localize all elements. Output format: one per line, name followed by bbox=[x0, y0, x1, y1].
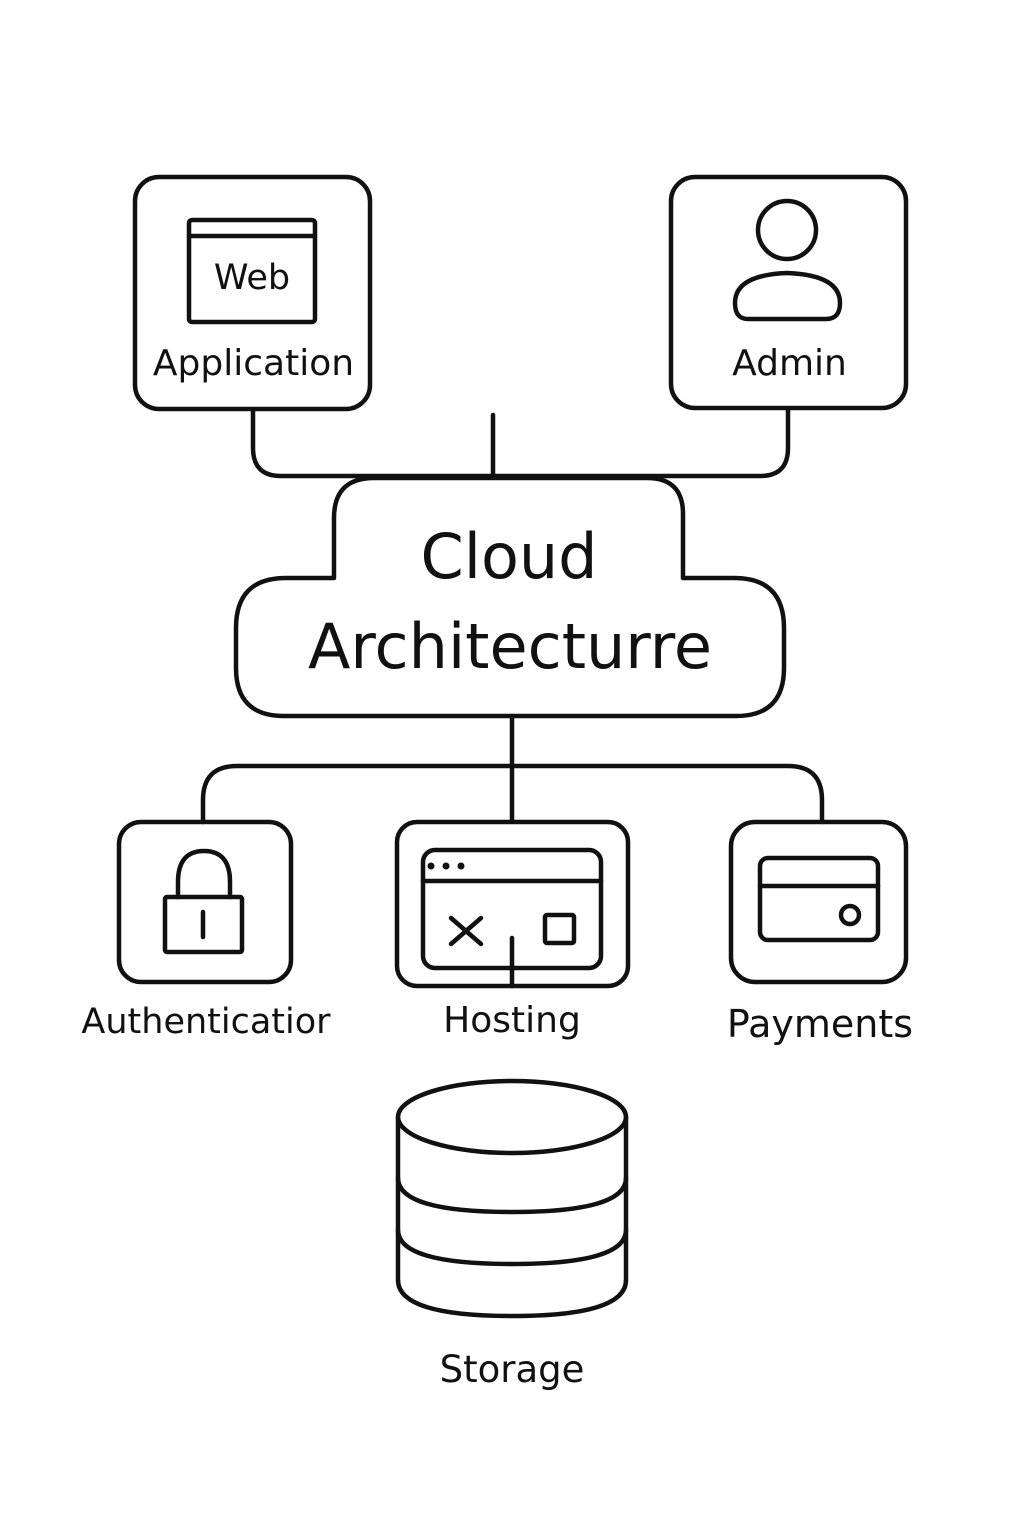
credit-card-icon bbox=[757, 855, 881, 943]
cloud-shape bbox=[233, 475, 787, 719]
hosting-box bbox=[394, 819, 631, 989]
payments-label: Payments bbox=[726, 1002, 914, 1046]
storage-label: Storage bbox=[439, 1348, 585, 1391]
user-icon bbox=[732, 198, 843, 322]
web-application-node bbox=[132, 174, 373, 412]
authentication-box bbox=[116, 819, 294, 985]
browser-window-icon bbox=[186, 217, 318, 325]
authentication-label: Authenticatior bbox=[81, 1002, 331, 1042]
payments-node bbox=[728, 819, 909, 985]
connector-branch-bar bbox=[200, 763, 825, 825]
cloud-title-line2: Architecturre bbox=[308, 610, 712, 683]
web-application-label: Application bbox=[152, 343, 355, 384]
square-icon bbox=[542, 912, 577, 946]
cloud-title-line1: Cloud bbox=[420, 520, 598, 593]
admin-label: Admin bbox=[732, 343, 847, 384]
admin-box bbox=[668, 174, 909, 411]
hosting-label: Hosting bbox=[443, 1000, 581, 1041]
web-application-box bbox=[132, 174, 373, 412]
connector-admin-to-cloud bbox=[492, 407, 791, 479]
connector-lines bbox=[200, 407, 825, 989]
close-icon bbox=[448, 915, 484, 947]
database-cylinder-icon bbox=[395, 1078, 629, 1319]
web-icon-text: Web bbox=[213, 258, 291, 298]
padlock-icon bbox=[162, 848, 245, 955]
authentication-node bbox=[116, 819, 294, 985]
hosting-window-icon bbox=[420, 847, 604, 971]
admin-node bbox=[668, 174, 909, 411]
connector-web-to-cloud bbox=[250, 407, 498, 479]
hosting-node bbox=[394, 819, 631, 989]
payments-box bbox=[728, 819, 909, 985]
